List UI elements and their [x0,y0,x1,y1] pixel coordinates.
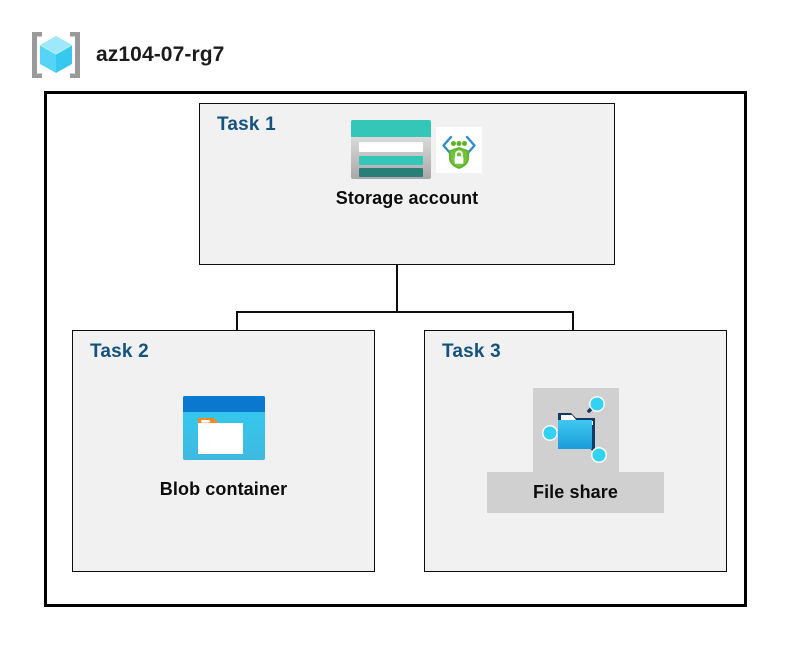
blob-container-caption: Blob container [159,479,288,499]
file-share-icon-backdrop [532,388,619,472]
file-share-caption-backdrop: File share [487,472,664,513]
task-1-label: Task 1 [217,114,276,135]
task-2-box[interactable]: Task 2 [72,330,375,572]
resource-group-title: az104-07-rg7 [96,43,225,66]
storage-icon-row [349,118,482,181]
task-2-label: Task 2 [90,341,149,362]
storage-account-caption: Storage account [335,188,479,208]
connector-horizontal-bus [236,311,574,313]
resource-group-icon [32,32,80,78]
storage-account-node[interactable]: Storage account [199,118,615,209]
connector-storage-trunk [396,228,398,313]
blob-container-icon [182,396,265,460]
file-share-node[interactable]: File share [424,388,727,513]
resource-group-header: az104-07-rg7 [28,26,448,84]
blob-container-node[interactable]: Blob container [72,393,375,500]
file-share-icon [541,396,607,463]
file-share-caption: File share [532,482,619,502]
private-endpoint-shield-icon [435,126,482,173]
task-3-label: Task 3 [442,341,501,362]
storage-account-icon [350,120,431,179]
